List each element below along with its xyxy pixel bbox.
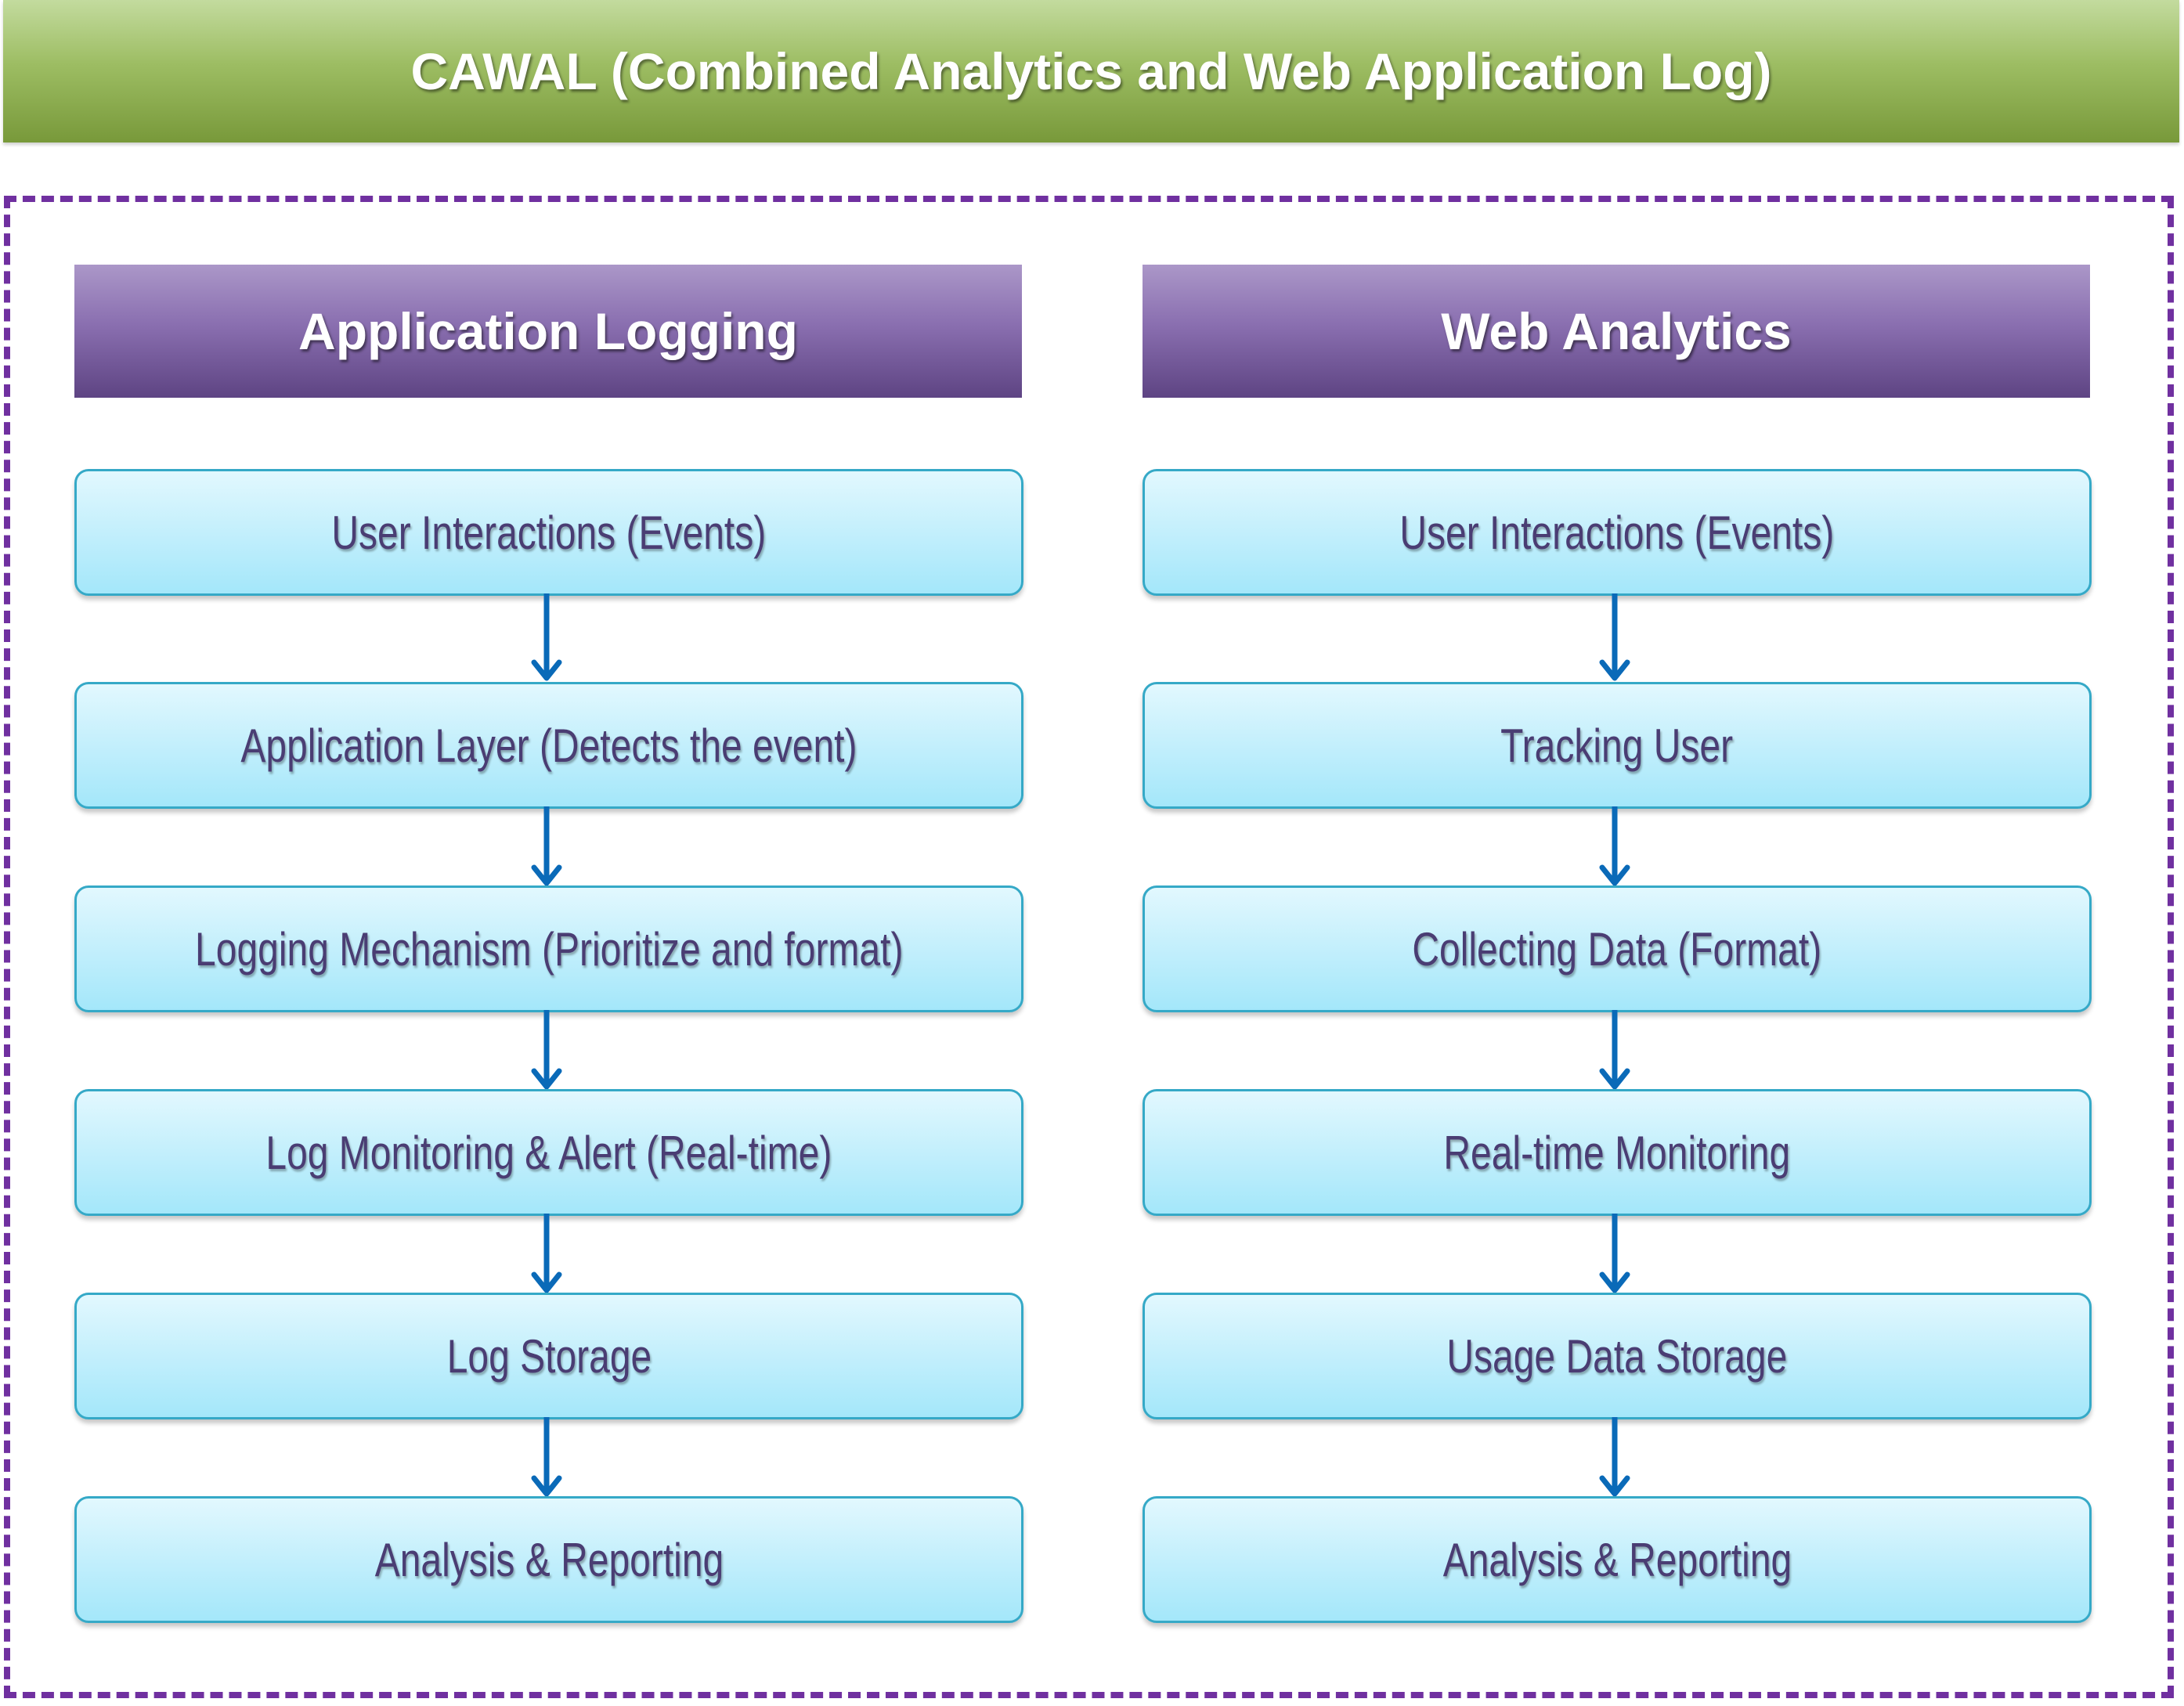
column-header-label: Web Analytics [1441, 302, 1792, 360]
flow-step: Log Storage [74, 1293, 1023, 1419]
page-title: CAWAL (Combined Analytics and Web Applic… [410, 42, 1772, 100]
flow-step: Tracking User [1143, 682, 2092, 809]
flow-step: Analysis & Reporting [74, 1496, 1023, 1623]
flow-step-label: Logging Mechanism (Prioritize and format… [194, 922, 904, 976]
flow-step: Real-time Monitoring [1143, 1089, 2092, 1216]
flow-step-label: Log Storage [446, 1329, 652, 1383]
flow-step: User Interactions (Events) [1143, 469, 2092, 596]
arrow-down-icon [1599, 593, 1630, 681]
flow-step: Application Layer (Detects the event) [74, 682, 1023, 809]
flow-step-label: Collecting Data (Format) [1412, 922, 1822, 976]
column-header: Web Analytics [1143, 265, 2090, 398]
flow-step: User Interactions (Events) [74, 469, 1023, 596]
column-header-label: Application Logging [298, 302, 798, 360]
arrow-down-icon [1599, 1010, 1630, 1090]
diagram-frame [4, 196, 2174, 1698]
arrow-down-icon [531, 1417, 562, 1497]
arrow-down-icon [531, 806, 562, 886]
arrow-down-icon [1599, 1214, 1630, 1293]
column-header: Application Logging [74, 265, 1022, 398]
flow-step: Usage Data Storage [1143, 1293, 2092, 1419]
flow-step: Analysis & Reporting [1143, 1496, 2092, 1623]
flow-step: Collecting Data (Format) [1143, 885, 2092, 1012]
flow-step-label: Log Monitoring & Alert (Real-time) [265, 1126, 832, 1179]
flow-step-label: Tracking User [1500, 719, 1734, 772]
arrow-down-icon [531, 1214, 562, 1293]
flow-step-label: Analysis & Reporting [374, 1533, 724, 1586]
flow-step: Log Monitoring & Alert (Real-time) [74, 1089, 1023, 1216]
arrow-down-icon [1599, 1417, 1630, 1497]
flow-step-label: Usage Data Storage [1446, 1329, 1788, 1383]
arrow-down-icon [531, 1010, 562, 1090]
title-banner: CAWAL (Combined Analytics and Web Applic… [3, 0, 2179, 142]
flow-step-label: Analysis & Reporting [1442, 1533, 1792, 1586]
flow-step-label: User Interactions (Events) [331, 506, 767, 559]
flow-step: Logging Mechanism (Prioritize and format… [74, 885, 1023, 1012]
arrow-down-icon [531, 593, 562, 681]
flow-step-label: User Interactions (Events) [1399, 506, 1835, 559]
arrow-down-icon [1599, 806, 1630, 886]
flow-step-label: Real-time Monitoring [1443, 1126, 1791, 1179]
flow-step-label: Application Layer (Detects the event) [240, 719, 857, 772]
